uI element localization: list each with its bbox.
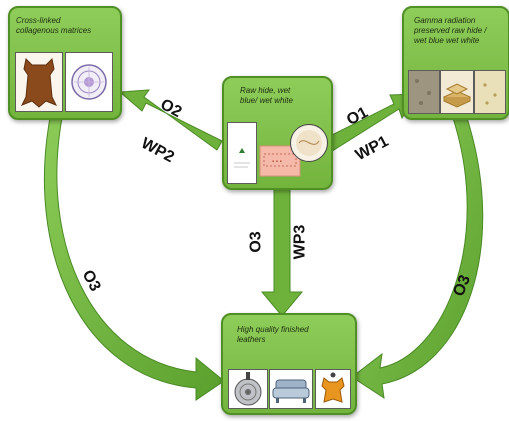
node-crosslinked-matrices: Cross-linked collagenous matrices <box>8 6 122 120</box>
node-crosslinked-title: Cross-linked collagenous matrices <box>16 16 92 35</box>
node-finished-title: High quality finished leathers <box>237 325 309 344</box>
arrow-label-o3-center: O3 <box>247 231 265 253</box>
leather-roll-icon <box>228 369 268 409</box>
node-raw-hide-title: Raw hide, wet blue/ wet white <box>240 86 293 105</box>
specimen-sheet-icon <box>227 122 257 184</box>
node-raw-hide: Raw hide, wet blue/ wet white ▪ ▪ ▪ <box>222 76 333 190</box>
arrow-raw-to-finished <box>260 185 304 317</box>
collagen-matrix-icon <box>65 52 113 112</box>
microscope-view-icon <box>290 124 328 162</box>
node-gamma-title: Gamma radiation preserved raw hide / wet… <box>414 16 487 45</box>
leather-sofa-icon <box>269 369 313 409</box>
svg-text:▪ ▪ ▪: ▪ ▪ ▪ <box>272 159 282 165</box>
texture-sample-icon <box>474 70 506 114</box>
leather-hide-icon <box>15 52 63 112</box>
arrow-crosslinked-to-finished <box>43 117 225 401</box>
node-gamma-preserved: Gamma radiation preserved raw hide / wet… <box>402 6 509 120</box>
leather-garment-icon <box>315 369 351 409</box>
arrow-gamma-to-finished <box>351 117 484 400</box>
arrow-raw-to-crosslinked <box>118 89 223 151</box>
irradiated-hide-icon <box>408 70 440 114</box>
leather-stack-icon <box>440 70 474 114</box>
node-finished-leathers: High quality finished leathers <box>221 313 357 415</box>
arrow-label-wp3: WP3 <box>291 224 309 260</box>
